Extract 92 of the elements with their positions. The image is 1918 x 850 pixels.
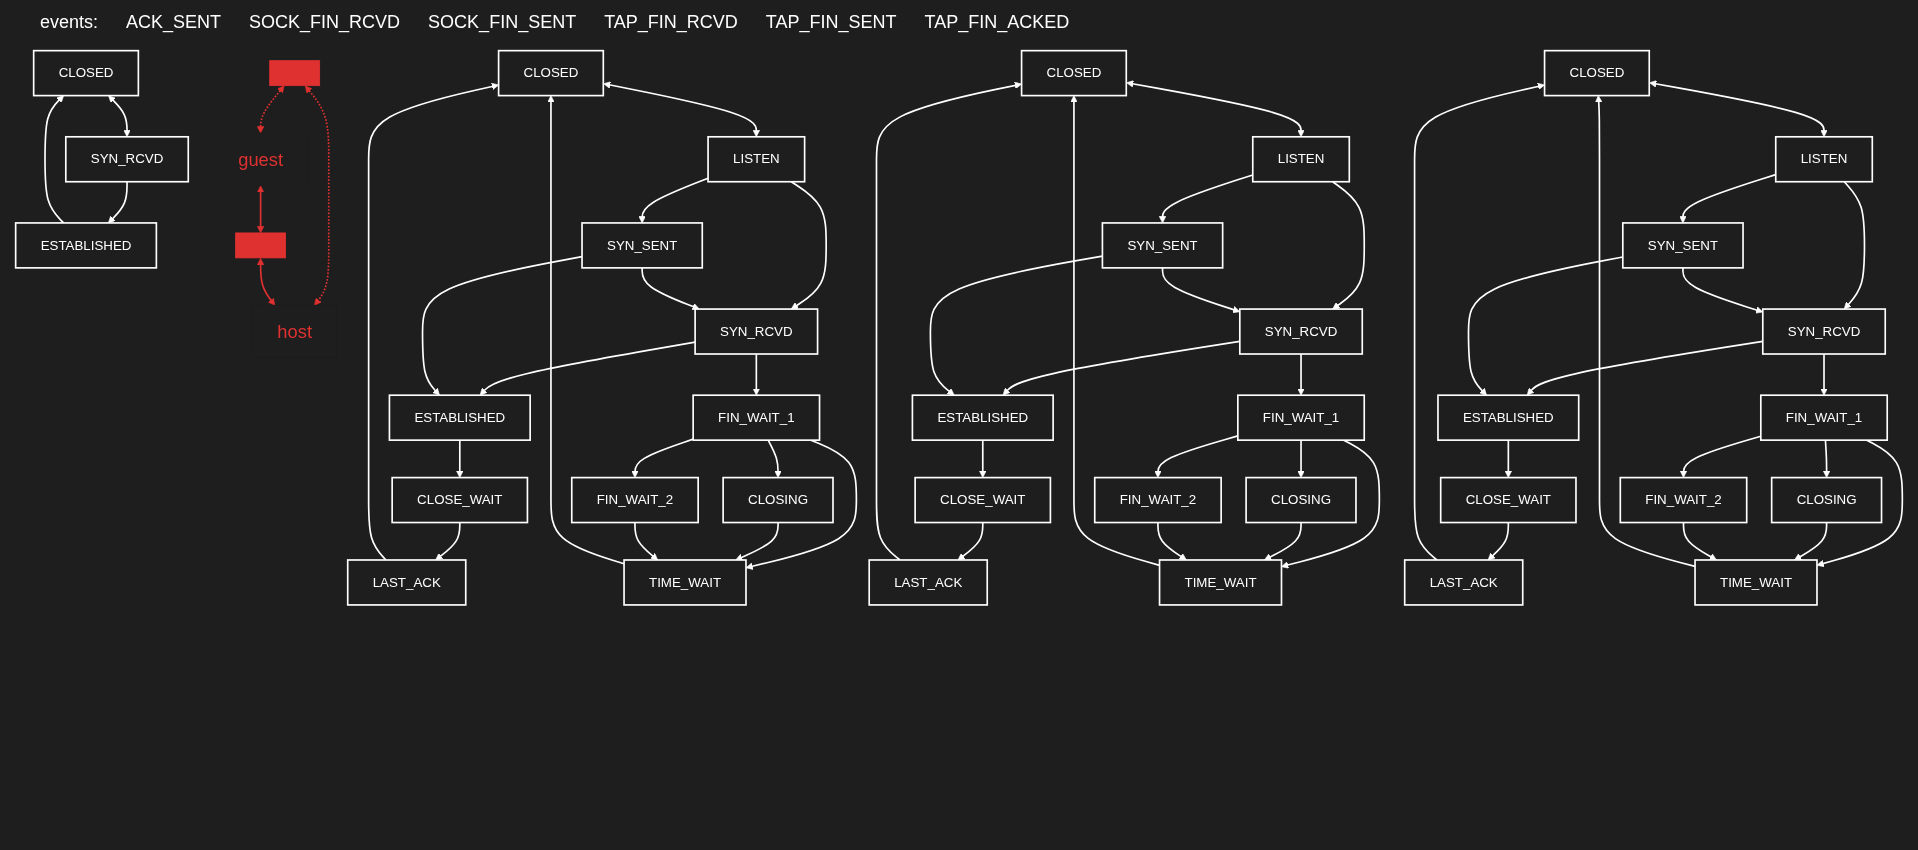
event-label: SOCK_FIN_RCVD (249, 11, 401, 33)
arrow (638, 177, 709, 224)
arrow (1331, 180, 1366, 310)
arrow (603, 81, 760, 138)
arrow (435, 521, 461, 561)
node-box: CLOSING (722, 476, 834, 524)
node-box: CLOSED (1020, 49, 1128, 97)
node-box: ESTABLISHED (14, 222, 158, 269)
node-text: guest (238, 148, 283, 170)
arrow (421, 255, 583, 396)
arrow (1504, 439, 1512, 478)
node-box: FIN_WAIT_2 (1619, 476, 1748, 524)
arrow (1413, 82, 1545, 561)
arrow (1822, 439, 1831, 478)
event-label: TAP_FIN_SENT (765, 11, 897, 33)
node-box: CLOSE_WAIT (1439, 476, 1577, 524)
event-label: TAP_FIN_ACKED (924, 11, 1070, 33)
node-box: FIN_WAIT_2 (1093, 476, 1222, 524)
arrow (479, 341, 696, 396)
arrow (256, 185, 265, 234)
node-box: FIN_WAIT_2 (570, 476, 699, 524)
node-box: LISTEN (1774, 135, 1874, 183)
arrow (304, 85, 330, 306)
arrow (1281, 439, 1381, 569)
arrow (1157, 521, 1187, 561)
node-box: CLOSED (32, 49, 140, 97)
node-box: CLOSE_WAIT (391, 476, 529, 524)
node-box: TIME_WAIT (1158, 559, 1283, 606)
node-box: LAST_ACK (868, 559, 989, 606)
arrow (979, 439, 987, 478)
node-box: ESTABLISHED (388, 394, 531, 441)
arrow (1297, 353, 1305, 396)
node-box: ESTABLISHED (911, 394, 1054, 441)
node-box: TIME_WAIT (623, 559, 747, 606)
event-label: SOCK_FIN_SENT (428, 11, 577, 33)
node-box: SYN_RCVD (1239, 308, 1364, 355)
node-text: host (277, 321, 312, 342)
node-box: FIN_WAIT_1 (1237, 394, 1366, 441)
node-box: LISTEN (1251, 135, 1351, 183)
arrow (1595, 95, 1696, 568)
arrow (44, 95, 65, 224)
node-box: SYN_SENT (1621, 222, 1744, 269)
arrow (256, 257, 276, 306)
node-box: SYN_RCVD (64, 135, 190, 183)
arrow (875, 81, 1022, 561)
arrow (745, 439, 858, 570)
arrow (1843, 180, 1866, 310)
arrow (1297, 439, 1305, 478)
node-box: CLOSING (1770, 476, 1883, 524)
node-box: SYN_RCVD (694, 308, 819, 355)
arrow (790, 180, 827, 310)
arrow (367, 82, 499, 561)
node-box: LISTEN (707, 135, 806, 183)
arrow (957, 521, 984, 561)
node-box: CLOSED (497, 49, 605, 97)
arrow (752, 353, 760, 396)
arrow (108, 180, 128, 224)
node-box: LAST_ACK (1403, 559, 1524, 606)
node-bar (235, 232, 286, 259)
event-label: events: (40, 11, 99, 33)
node-box: TIME_WAIT (1694, 559, 1818, 606)
arrow (456, 439, 464, 478)
arrow (641, 267, 700, 311)
arrow (735, 521, 779, 561)
node-box: FIN_WAIT_1 (692, 394, 821, 441)
arrow (1126, 80, 1305, 138)
arrow (1816, 439, 1904, 568)
node-box: SYN_SENT (1101, 222, 1224, 269)
arrow (634, 521, 659, 561)
arrow (767, 439, 782, 478)
arrow (1682, 521, 1717, 561)
node-box: CLOSE_WAIT (914, 476, 1052, 524)
arrow (1487, 521, 1510, 561)
arrow (631, 438, 694, 478)
arrow (108, 95, 131, 138)
node-box: CLOSING (1245, 476, 1357, 524)
node-box: SYN_RCVD (1761, 308, 1887, 355)
node-box: CLOSED (1543, 49, 1651, 97)
event-label: TAP_FIN_RCVD (604, 11, 738, 33)
arrow (1264, 521, 1302, 561)
arrow (1649, 80, 1828, 138)
event-label: ACK_SENT (126, 11, 222, 33)
node-bar (269, 60, 321, 87)
arrow (1820, 353, 1828, 396)
arrow (547, 95, 625, 565)
node-box: SYN_SENT (581, 222, 704, 269)
arrow (1794, 521, 1828, 561)
node-box: LAST_ACK (346, 559, 467, 606)
arrow (256, 85, 285, 134)
node-box: FIN_WAIT_1 (1760, 394, 1889, 441)
arrow (1161, 267, 1241, 314)
node-box: ESTABLISHED (1437, 394, 1580, 441)
